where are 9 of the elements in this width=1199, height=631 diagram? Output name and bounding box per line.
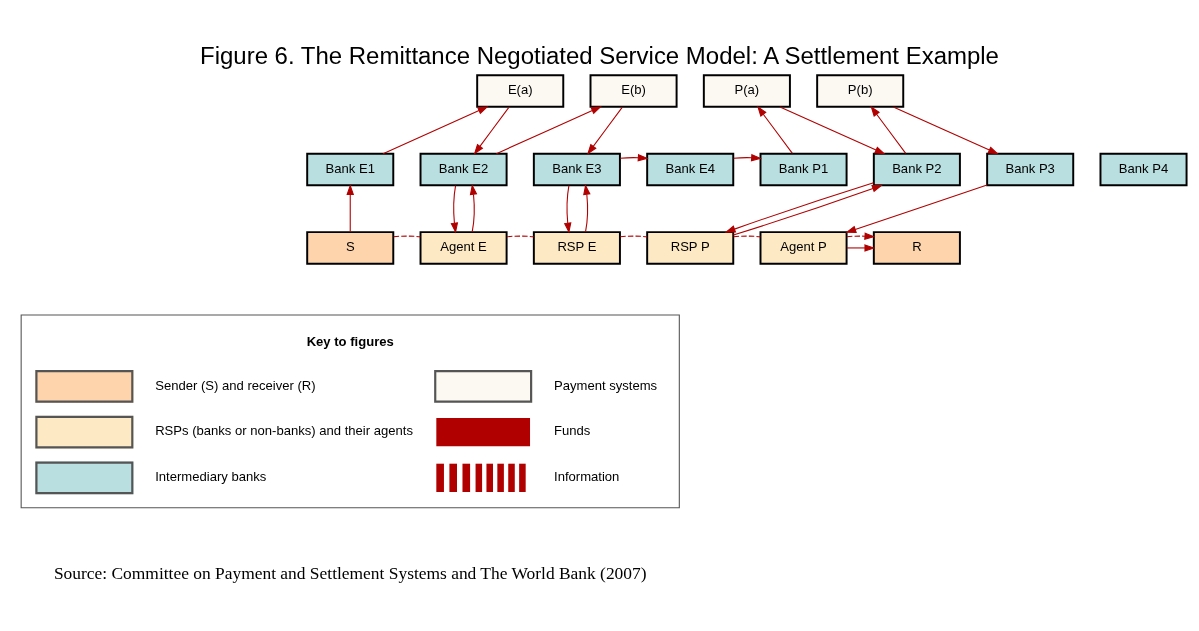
- label: Key to figures: [306, 333, 394, 349]
- legend-label: Information: [554, 469, 620, 485]
- caption: Source: Committee on Payment and Settlement Systems and The World Bank (2007): [53, 562, 647, 583]
- legend-label: Funds: [554, 423, 591, 439]
- legend-label: Sender (S) and receiver (R): [155, 377, 316, 393]
- legend-label: Payment systems: [554, 377, 658, 393]
- diagram-title: Figure 6. The Remittance Negotiated Service Model: A Settlement Example: [200, 41, 999, 69]
- legend-label: RSPs (banks or non-banks) and their agents: [155, 423, 413, 439]
- legend-label: Intermediary banks: [155, 469, 267, 485]
